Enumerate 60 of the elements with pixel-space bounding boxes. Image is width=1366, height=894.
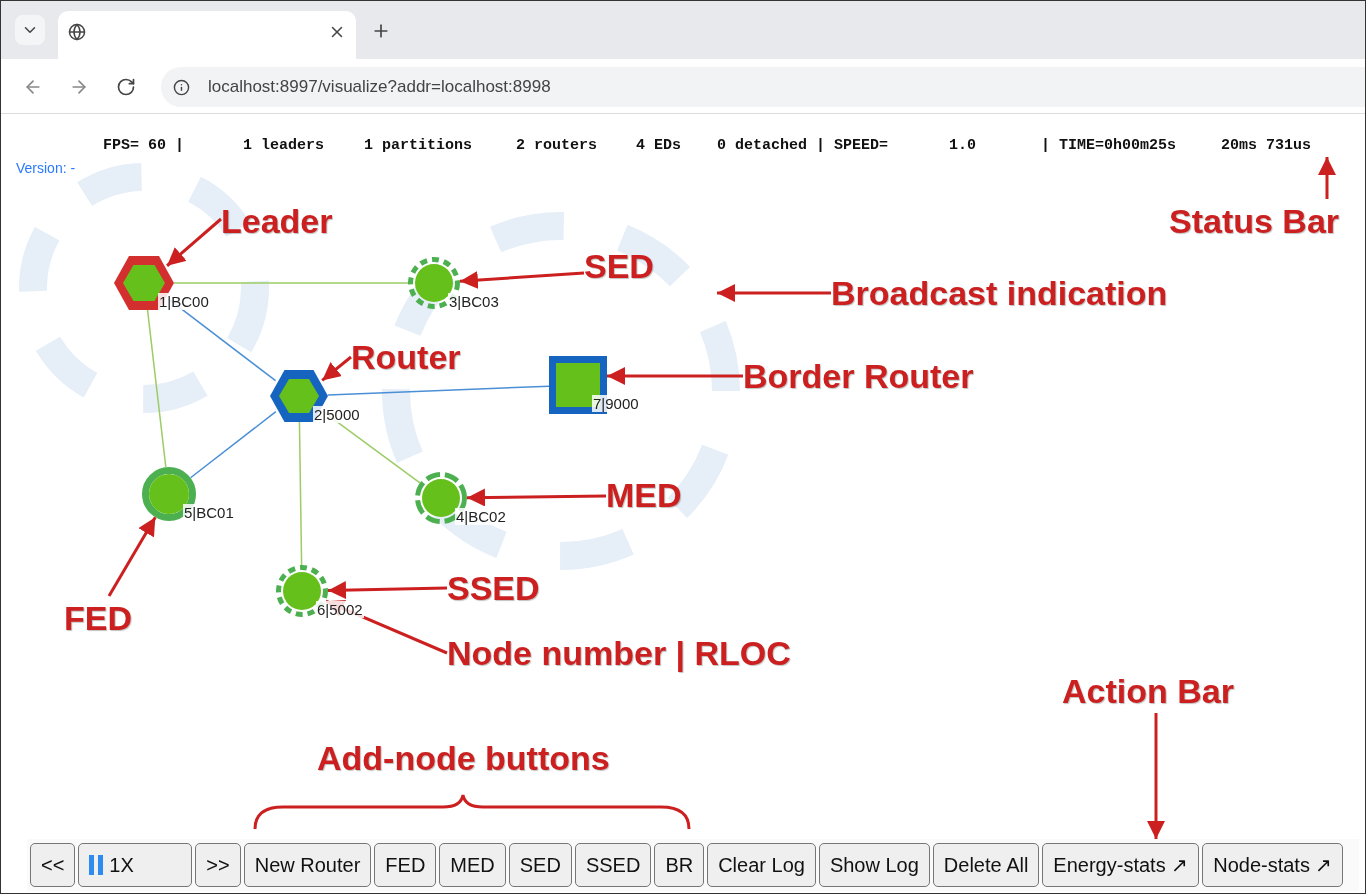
arrow: [717, 284, 831, 302]
annotation-label: Router: [351, 335, 461, 379]
toolbar-button: SED: [508, 843, 572, 887]
node-label: 3|BC03: [448, 293, 500, 310]
url-text: localhost:8997/visualize?addr=localhost:8998: [208, 77, 551, 97]
toolbar-button: New Router: [243, 843, 372, 887]
link-line: [327, 385, 550, 396]
status-text: 1 leaders: [243, 136, 324, 156]
arrow: [607, 367, 743, 385]
toolbar-button: BR: [654, 843, 705, 887]
toolbar-button: FED: [374, 843, 437, 887]
node-label: 2|5000: [313, 406, 361, 423]
status-text: 4 EDs: [636, 136, 681, 156]
annotation-label: Broadcast indication: [831, 271, 1168, 315]
node-label: 4|BC02: [455, 508, 507, 525]
action-bar: [27, 839, 1359, 891]
annotation-label: SSED: [447, 566, 540, 610]
arrow: [107, 516, 157, 597]
link-line: [189, 410, 277, 479]
status-text: | TIME=0h00m25s: [1041, 136, 1177, 156]
status-text: 1.0: [949, 136, 976, 156]
annotation-label: FED: [64, 596, 132, 640]
link-line: [173, 282, 409, 284]
status-text: 0 detached | SPEED=: [717, 136, 889, 156]
version-text: Version: -: [16, 160, 76, 176]
toolbar-button: Delete All: [932, 843, 1040, 887]
arrow: [1147, 713, 1165, 839]
toolbar-button: >>: [195, 843, 241, 887]
arrow: [467, 488, 607, 507]
arrow: [321, 355, 352, 382]
toolbar-button: SSED: [574, 843, 652, 887]
status-text: 2 routers: [516, 136, 597, 156]
annotation-label: SED: [584, 244, 654, 288]
node-label: 6|5002: [316, 601, 364, 618]
status-text: FPS= 60 |: [103, 136, 184, 156]
toolbar-button: <<: [30, 843, 76, 887]
toolbar-button: Node-stats ↗: [1202, 843, 1344, 887]
arrow: [1318, 157, 1336, 199]
node-label: 1|BC00: [158, 293, 210, 310]
annotation-label: MED: [606, 473, 682, 517]
arrow: [166, 217, 222, 267]
annotation-label: Leader: [221, 199, 333, 243]
arrow: [327, 581, 448, 600]
toolbar-button: MED: [439, 843, 506, 887]
toolbar-button: 1X: [78, 843, 193, 887]
annotation-label: Border Router: [743, 354, 974, 398]
status-text: 20ms 731us: [1221, 136, 1311, 156]
toolbar-button: Clear Log: [707, 843, 816, 887]
toolbar-button: Show Log: [818, 843, 930, 887]
arrow: [459, 271, 585, 290]
annotation-label: Node number | RLOC: [447, 631, 791, 675]
toolbar-button: Energy-stats ↗: [1042, 843, 1200, 887]
node-label: 5|BC01: [183, 504, 235, 521]
annotation-label: Action Bar: [1062, 669, 1234, 713]
node-label: 7|9000: [592, 395, 640, 412]
status-text: 1 partitions: [364, 136, 473, 156]
link-line: [146, 309, 167, 468]
link-line: [298, 421, 303, 566]
annotation-label: Add-node buttons: [317, 739, 610, 778]
annotation-label: Status Bar: [1169, 199, 1340, 243]
